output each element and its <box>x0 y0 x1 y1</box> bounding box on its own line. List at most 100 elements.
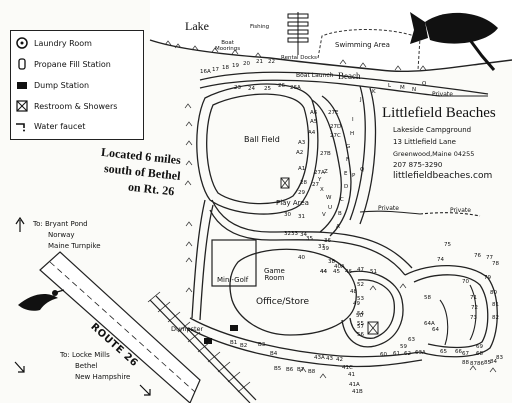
campsite-label: A3 <box>298 140 306 146</box>
campsite-label: 72 <box>471 305 478 311</box>
campsite-label: 26A <box>290 85 301 91</box>
swimming-area-label: Swimming Area <box>335 41 390 49</box>
campsite-label: A <box>336 224 340 230</box>
fishing-label: Fishing <box>250 24 270 30</box>
campsite-label: 43A <box>314 355 325 361</box>
campsite-label: 87 <box>470 361 477 367</box>
campsite-label: 79 <box>484 275 491 281</box>
water-faucet-icon <box>15 120 29 132</box>
campsite-label: 27C <box>330 133 341 139</box>
campsite-label: 67 <box>462 351 469 357</box>
campground-name: Littlefield Beaches <box>382 105 496 121</box>
campsite-label: 50 <box>356 313 363 319</box>
campsite-label: 56 <box>357 332 364 338</box>
campsite-label: 39 <box>322 246 329 252</box>
legend-label: Restroom & Showers <box>34 101 118 111</box>
campsite-label: K <box>372 89 376 95</box>
campsite-label: 45 <box>333 269 340 275</box>
campsite-label: 75 <box>444 242 451 248</box>
private-road-label: Private <box>378 205 399 212</box>
campsite-label: 66 <box>455 349 462 355</box>
campsite-label: B5 <box>274 366 282 372</box>
campsite-label: 83 <box>496 355 503 361</box>
legend-item-water: Water faucet <box>15 120 85 132</box>
campground-subtitle: Lakeside Campground <box>393 126 472 134</box>
campsite-label: A2 <box>296 150 304 156</box>
campsite-label: 26 <box>278 83 285 89</box>
boat-moorings-label: Boat Moorings <box>215 40 241 52</box>
campsite-label: 85 <box>484 360 491 366</box>
campsite-label: 34 <box>300 232 307 238</box>
dumpster-label: Dumpster <box>171 325 204 333</box>
campsite-label: 78 <box>492 261 499 267</box>
campsite-label: B8 <box>308 369 316 375</box>
campsite-label: 54 <box>357 311 364 317</box>
campsite-label: E <box>344 171 348 177</box>
campsite-label: 20 <box>243 61 250 67</box>
campsite-label: 41A <box>349 382 360 388</box>
campsite-label: 18 <box>222 65 229 71</box>
campsite-label: 37 <box>318 244 325 250</box>
campsite-label: 44 <box>320 269 327 275</box>
campsite-label: B1 <box>230 340 238 346</box>
ball-field-label: Ball Field <box>244 135 280 144</box>
campsite-label: 86 <box>477 361 484 367</box>
legend-label: Water faucet <box>34 121 86 131</box>
legend-item-propane: Propane Fill Station <box>15 58 111 70</box>
play-area-label: Play Area <box>276 199 309 207</box>
campsite-label: 70 <box>462 279 469 285</box>
campsite-label: 35 <box>306 236 313 242</box>
campsite-label: B <box>338 211 342 217</box>
campsite-label: 80 <box>490 290 497 296</box>
campsite-label: 29 <box>298 190 305 196</box>
legend-item-dump: Dump Station <box>15 79 89 91</box>
campsite-label: 23 <box>234 85 241 91</box>
direction-north-line1: To: Bryant Pond <box>33 220 88 228</box>
map-legend: Laundry Room Propane Fill Station Dump S… <box>10 30 144 140</box>
campsite-label: B7 <box>297 367 305 373</box>
office-store-label: Office/Store <box>256 297 310 307</box>
dump-station-icon <box>15 79 29 91</box>
campsite-label: D <box>344 184 349 190</box>
campsite-label: X <box>320 187 324 193</box>
campsite-label: 38 <box>328 259 335 265</box>
campsite-label: 33 <box>291 231 298 237</box>
campsite-label: 41B <box>352 389 363 395</box>
campsite-label: 43 <box>326 356 333 362</box>
private-road-label: Private <box>432 91 453 98</box>
campsite-label: P <box>352 173 356 179</box>
campsite-label: B4 <box>270 351 278 357</box>
campsite-label: C <box>340 197 344 203</box>
campsite-label: A1 <box>298 166 306 172</box>
campsite-label: L <box>388 83 392 89</box>
campsite-label: 63A <box>415 350 426 356</box>
campsite-label: 69 <box>476 344 483 350</box>
campsite-label: 53 <box>357 296 364 302</box>
campsite-label: 81 <box>492 302 499 308</box>
campsite-label: 22 <box>268 59 275 65</box>
campsite-label: 21 <box>256 59 263 65</box>
campsite-label: 77 <box>486 255 493 261</box>
campsite-label: 59 <box>400 344 407 350</box>
campsite-label: A4 <box>308 130 316 136</box>
campsite-label: B6 <box>286 367 294 373</box>
campsite-label: 42 <box>336 357 343 363</box>
beach-label: Beach <box>338 71 361 81</box>
campsite-label: 84 <box>490 359 497 365</box>
campsite-label: 47 <box>357 267 364 273</box>
campsite-label: 63 <box>408 337 415 343</box>
campsite-label: A5 <box>310 119 318 125</box>
campsite-label: 41C <box>342 365 353 371</box>
campsite-label: 27A <box>314 170 325 176</box>
campsite-label: 31 <box>298 214 305 220</box>
campsite-label: B2 <box>240 343 248 349</box>
campground-city: Greenwood,Maine 04255 <box>393 150 475 158</box>
campsite-label: 51 <box>370 269 377 275</box>
direction-south-line2: Bethel <box>75 362 98 370</box>
route-26-road <box>39 251 257 403</box>
campsite-label: W <box>326 195 332 201</box>
legend-item-laundry: Laundry Room <box>15 37 92 49</box>
campsite-label: 49 <box>353 301 360 307</box>
